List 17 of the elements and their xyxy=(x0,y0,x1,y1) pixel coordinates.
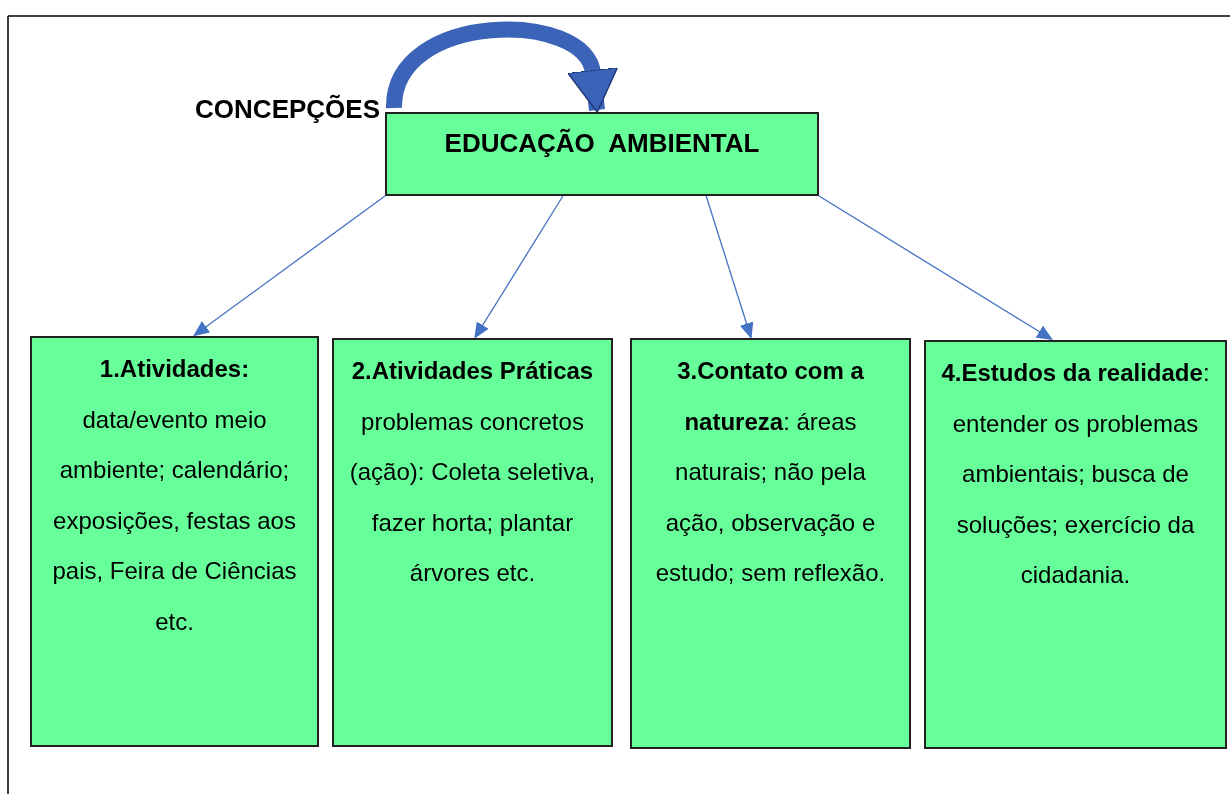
category-box xyxy=(924,340,1227,749)
box-text: 3.Contato com a natureza: áreas naturais; não pela ação, observação e estudo; sem reflexão. xyxy=(654,356,887,588)
arrow xyxy=(705,195,754,339)
category-box xyxy=(630,338,911,749)
box-heading: 2.Atividades Práticas xyxy=(350,356,595,386)
heading-text: EDUCAÇÃO AMBIENTAL xyxy=(443,127,761,160)
heading-text: CONCEPÇÕES xyxy=(194,93,380,126)
category-box xyxy=(332,338,613,747)
box-text: data/evento meio ambiente; calendário; exposições, festas aos pais, Feira de Ciências etc. xyxy=(51,404,298,637)
box-heading: 1.Atividades: xyxy=(98,354,251,384)
box-text: 4.Estudos da realidade: entender os problemas ambientais; busca de soluções; exercício da cidadania. xyxy=(940,358,1211,590)
box-text: problemas concretos (ação): Coleta seletiva, fazer horta; plantar árvores etc. xyxy=(348,406,597,588)
arrow xyxy=(474,195,564,339)
category-box xyxy=(30,336,319,747)
arrow xyxy=(193,195,386,337)
arrow xyxy=(818,195,1053,341)
title-box xyxy=(385,112,819,196)
